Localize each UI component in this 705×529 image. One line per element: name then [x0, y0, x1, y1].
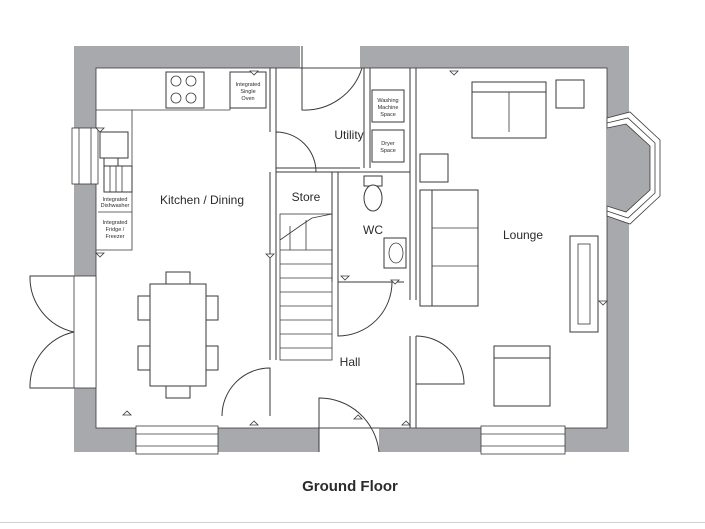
- dryer-label-2: Space: [380, 148, 396, 154]
- utility-appliances: Washing Machine Space Dryer Space: [371, 89, 405, 163]
- room-label-lounge: Lounge: [503, 228, 543, 242]
- dishwasher-label-1: Integrated: [103, 197, 128, 203]
- oven-label-2: Single: [240, 89, 255, 95]
- french-doors: [29, 275, 97, 389]
- interior-walls: [96, 68, 417, 428]
- fridge-label-3: Freezer: [106, 234, 125, 240]
- room-label-wc: WC: [363, 223, 383, 237]
- room-label-utility: Utility: [334, 128, 363, 142]
- dishwasher-label-2: Dishwasher: [101, 203, 130, 209]
- utility-door: [300, 46, 363, 111]
- plan-title: Ground Floor: [302, 478, 398, 495]
- room-label-kitchen-dining: Kitchen / Dining: [160, 193, 244, 207]
- room-label-hall: Hall: [340, 355, 361, 369]
- fridge-label-2: Fridge /: [106, 227, 125, 233]
- kitchen-fittings: Integrated Single Oven Integrated Dishwa…: [98, 71, 267, 240]
- wc-fittings: [363, 175, 407, 269]
- fridge-label-1: Integrated: [103, 220, 128, 226]
- oven-label-3: Oven: [241, 96, 254, 102]
- dining-table: [137, 271, 219, 399]
- lounge-furniture: [419, 79, 599, 407]
- dryer-label-1: Dryer: [381, 141, 395, 147]
- front-door: [318, 397, 380, 453]
- radiator-markers: [95, 70, 608, 426]
- external-walls: [74, 46, 629, 452]
- washing-label-3: Space: [380, 112, 396, 118]
- oven-label-1: Integrated: [236, 82, 261, 88]
- washing-label-1: Washing: [377, 98, 398, 104]
- interior-doors: [221, 131, 465, 417]
- staircase: [279, 213, 333, 361]
- windows: [71, 111, 661, 455]
- room-label-store: Store: [292, 190, 321, 204]
- washing-label-2: Machine: [378, 105, 399, 111]
- divider: [0, 522, 705, 523]
